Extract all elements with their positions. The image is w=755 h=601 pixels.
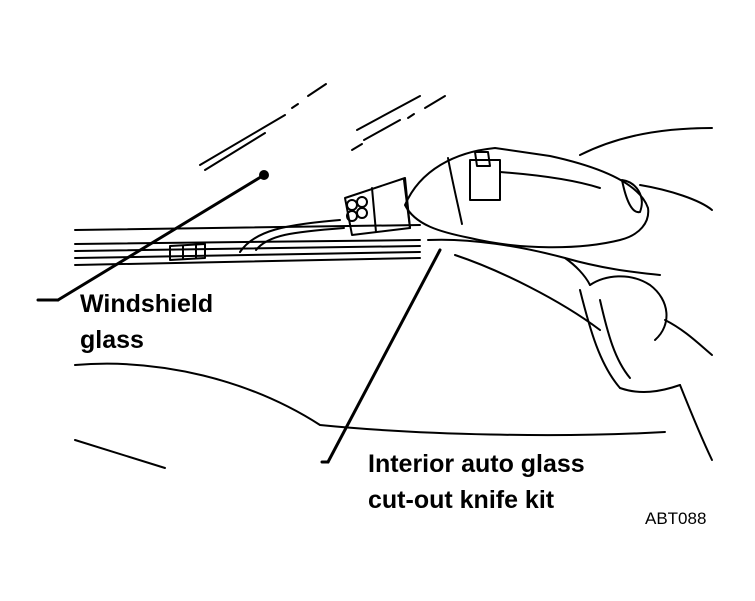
knife-label-line2: cut-out knife kit — [368, 486, 555, 514]
knife-label-line1: Interior auto glass — [368, 450, 585, 478]
hand — [427, 127, 713, 461]
glass-reflection-marks — [199, 83, 446, 171]
windshield-leader-line — [56, 173, 266, 302]
leader-lines — [36, 170, 442, 464]
windshield-label-line1: Windshield — [80, 290, 214, 318]
knife-head — [344, 177, 411, 236]
windshield-label-line2: glass — [80, 326, 144, 354]
body-panel-lines — [74, 362, 666, 469]
figure-code: ABT088 — [645, 509, 707, 528]
knife-cable — [239, 219, 345, 253]
knife-leader-line — [326, 248, 442, 464]
dashboard-molding — [74, 224, 421, 266]
knife-handle — [403, 147, 650, 249]
